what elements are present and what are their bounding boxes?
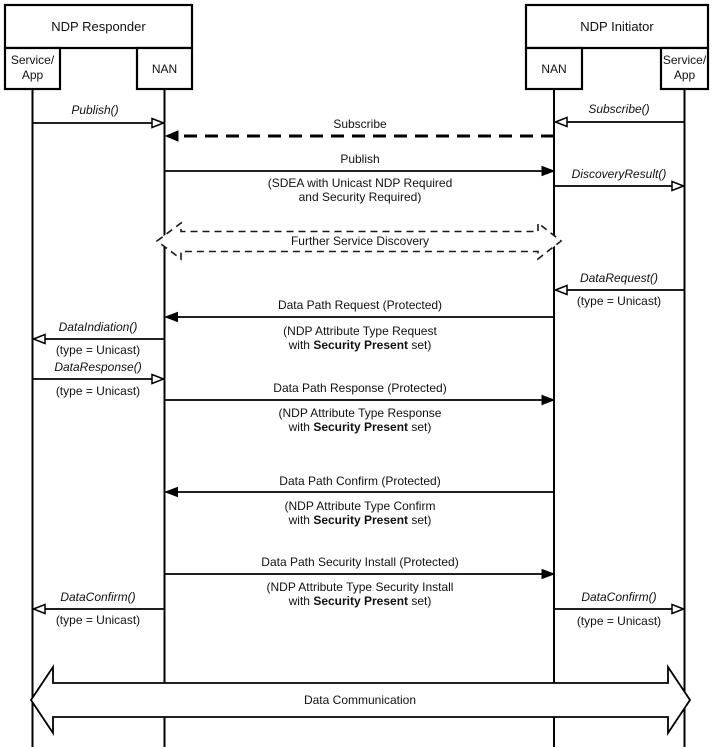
- label-subscribe-call: Subscribe(): [588, 102, 649, 116]
- initiator-service-app-box: [659, 46, 710, 91]
- label-dp-response-note2: with Security Present set): [288, 420, 432, 434]
- label-dp-request-note1: (NDP Attribute Type Request: [283, 324, 437, 338]
- arrowhead-subscribe-air: [164, 130, 179, 142]
- arrowhead-dp-install: [541, 568, 556, 580]
- label-dp-request-note2: with Security Present set): [288, 338, 432, 352]
- initiator-nan-label: NAN: [541, 62, 566, 76]
- arrowhead-discovery-result: [671, 180, 686, 192]
- label-publish-air: Publish: [340, 152, 379, 166]
- initiator-service-app-label-1: Service/: [663, 53, 707, 67]
- label-data-indication-note: (type = Unicast): [56, 343, 140, 357]
- label-data-communication: Data Communication: [304, 693, 416, 707]
- arrowhead-dp-confirm: [164, 486, 178, 498]
- label-data-response-note: (type = Unicast): [56, 384, 140, 398]
- arrowhead-data-response: [151, 373, 166, 385]
- responder-title: NDP Responder: [51, 19, 146, 34]
- initiator-service-app-label-2: App: [674, 68, 696, 82]
- label-data-confirm-left-note: (type = Unicast): [56, 613, 140, 627]
- arrowhead-subscribe-call: [553, 116, 568, 128]
- arrowhead-data-request: [553, 284, 568, 296]
- arrowhead-dp-request: [164, 311, 178, 323]
- label-data-indication: DataIndiation(): [59, 320, 138, 334]
- label-dp-request: Data Path Request (Protected): [278, 298, 442, 312]
- label-publish-call: Publish(): [71, 103, 118, 117]
- responder-service-app-label-2: App: [22, 68, 44, 82]
- further-service-discovery-arrow: [155, 221, 563, 261]
- label-dp-install: Data Path Security Install (Protected): [261, 555, 458, 569]
- label-dp-install-note2: with Security Present set): [288, 594, 432, 608]
- label-dp-confirm: Data Path Confirm (Protected): [279, 474, 440, 488]
- label-data-request-note: (type = Unicast): [577, 294, 661, 308]
- responder-service-app-label-1: Service/: [11, 53, 55, 67]
- responder-nan-box: [135, 46, 194, 91]
- initiator-title: NDP Initiator: [580, 19, 654, 34]
- label-dp-confirm-note1: (NDP Attribute Type Confirm: [285, 499, 436, 513]
- arrowhead-dp-response: [541, 394, 556, 406]
- initiator-nan-box: [524, 46, 584, 91]
- label-further-service-discovery: Further Service Discovery: [291, 234, 429, 248]
- arrowhead-data-indication: [31, 333, 46, 345]
- label-data-confirm-right: DataConfirm(): [581, 590, 656, 604]
- label-publish-air-note1: (SDEA with Unicast NDP Required: [268, 176, 453, 190]
- responder-nan-label: NAN: [152, 62, 177, 76]
- label-dp-confirm-note2: with Security Present set): [288, 513, 432, 527]
- responder-service-app-box: [3, 46, 62, 91]
- arrowhead-publish-air: [541, 165, 556, 177]
- data-communication-arrow: [29, 664, 692, 736]
- label-data-confirm-right-note: (type = Unicast): [577, 614, 661, 628]
- label-data-request: DataRequest(): [580, 271, 658, 285]
- arrowhead-publish-call: [151, 117, 166, 129]
- initiator-box: [524, 3, 710, 50]
- arrowhead-data-confirm-left: [31, 603, 46, 615]
- label-subscribe-air: Subscribe: [333, 117, 387, 131]
- arrowhead-data-confirm-right: [671, 603, 686, 615]
- label-data-response: DataResponse(): [54, 360, 141, 374]
- label-dp-install-note1: (NDP Attribute Type Security Install: [267, 580, 454, 594]
- label-dp-response: Data Path Response (Protected): [273, 381, 446, 395]
- responder-box: [3, 3, 194, 50]
- label-discovery-result: DiscoveryResult(): [572, 167, 667, 181]
- label-publish-air-note2: and Security Required): [299, 190, 422, 204]
- label-data-confirm-left: DataConfirm(): [60, 590, 135, 604]
- label-dp-response-note1: (NDP Attribute Type Response: [279, 406, 442, 420]
